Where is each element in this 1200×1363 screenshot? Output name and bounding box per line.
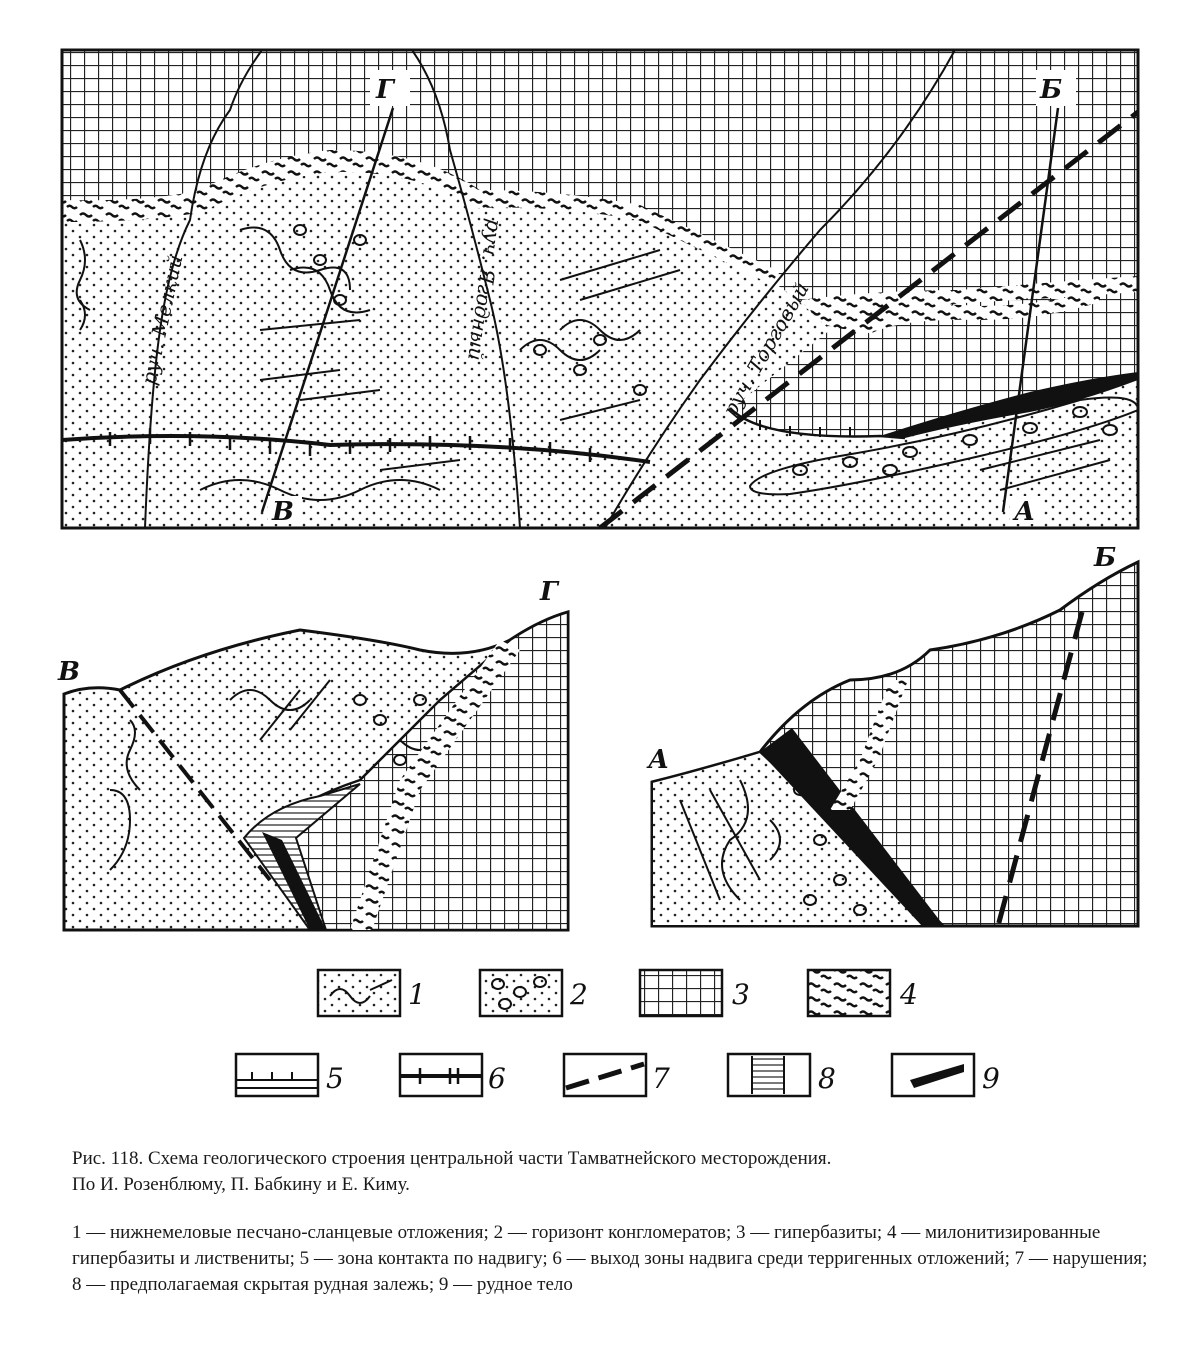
legend-num-4: 4 — [899, 978, 918, 1011]
legend-swatch-6 — [400, 1054, 482, 1096]
cross-section-vg: В Г — [57, 577, 568, 930]
legend-num-6: 6 — [488, 1062, 506, 1095]
figure-caption: Рис. 118. Схема геологического строения … — [72, 1146, 1152, 1298]
legend-swatch-7 — [564, 1054, 646, 1096]
caption-title: Рис. 118. Схема геологического строения … — [72, 1146, 1152, 1172]
map-label-g: Г — [375, 75, 396, 105]
map-label-b: Б — [1039, 75, 1062, 105]
legend-swatch-1 — [318, 970, 400, 1016]
geological-map-figure: Г Б В А руч. Мелкий руч. Ягодный руч. То… — [0, 0, 1200, 1140]
legend-swatch-4 — [808, 970, 890, 1016]
legend-swatch-2 — [480, 970, 562, 1016]
legend-num-2: 2 — [569, 978, 588, 1011]
legend-swatch-8 — [728, 1054, 810, 1096]
caption-legend-text: 1 — нижнемеловые песчано-сланцевые отлож… — [72, 1220, 1152, 1298]
legend-swatch-9 — [892, 1054, 974, 1096]
section-label-b: Б — [1093, 543, 1116, 573]
legend-num-9: 9 — [982, 1062, 1000, 1095]
legend-num-3: 3 — [732, 978, 750, 1011]
section-label-g: Г — [539, 577, 560, 607]
plan-map: Г Б В А руч. Мелкий руч. Ягодный руч. То… — [62, 50, 1138, 528]
legend-num-5: 5 — [326, 1062, 344, 1095]
section-label-v: В — [57, 657, 80, 687]
legend-swatch-3 — [640, 970, 722, 1016]
map-label-v: В — [271, 497, 294, 527]
legend-swatch-5 — [236, 1054, 318, 1096]
legend: 1 2 3 4 5 6 7 — [236, 970, 1000, 1096]
caption-authors: По И. Розенблюму, П. Бабкину и Е. Киму. — [72, 1172, 1152, 1198]
cross-section-ab: А Б — [646, 543, 1138, 926]
legend-num-7: 7 — [652, 1062, 670, 1095]
map-label-a: А — [1012, 497, 1035, 527]
legend-num-8: 8 — [818, 1062, 836, 1095]
legend-num-1: 1 — [408, 978, 426, 1011]
section-label-a: А — [646, 745, 669, 775]
